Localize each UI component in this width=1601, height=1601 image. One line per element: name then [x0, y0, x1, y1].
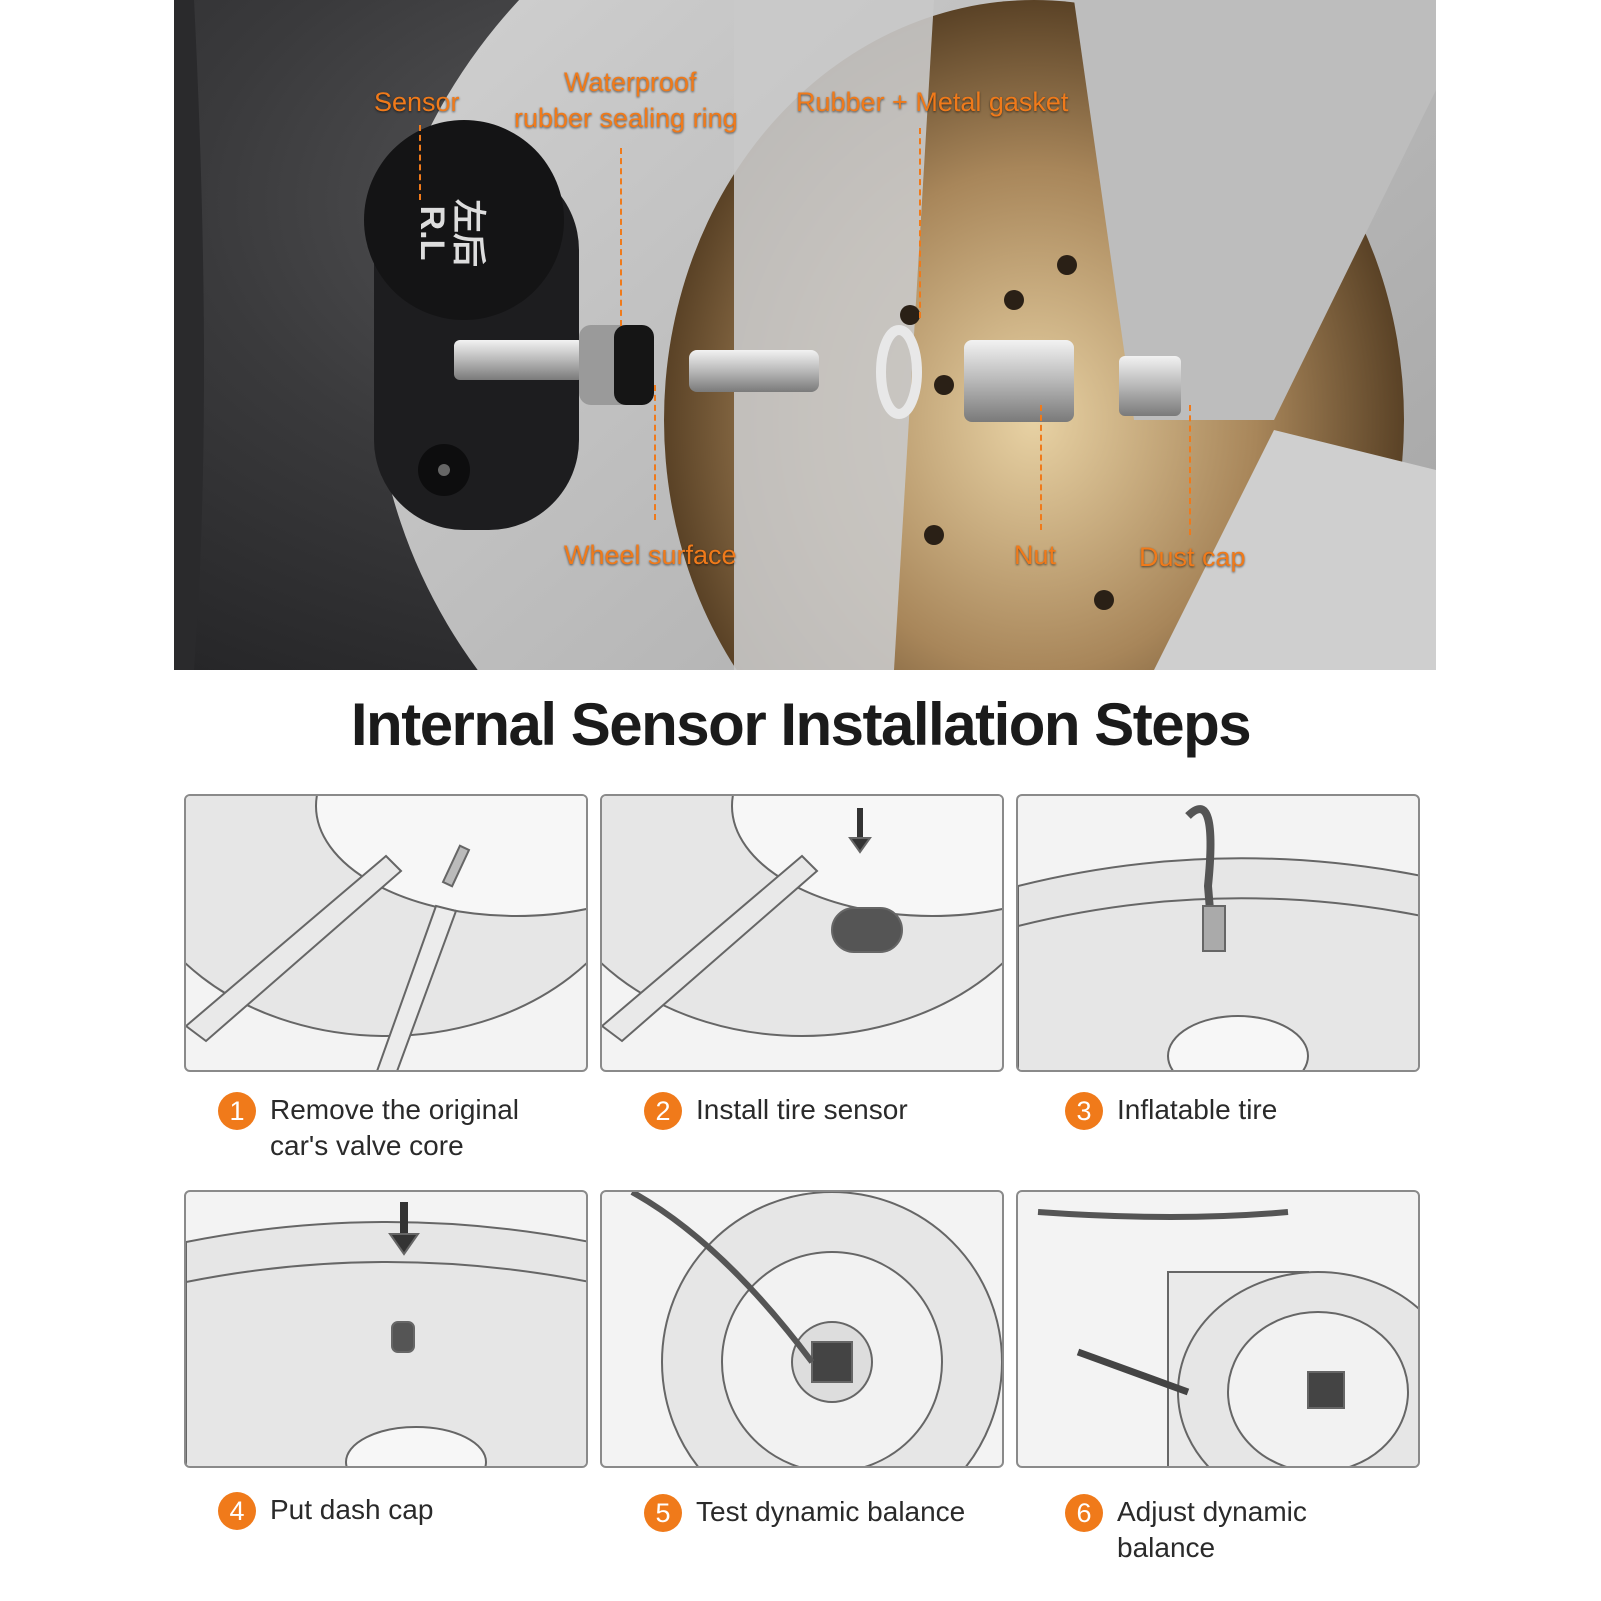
step-number-badge: 3	[1065, 1092, 1103, 1130]
step-6: 6 Adjust dynamic balance	[1065, 1494, 1347, 1566]
leader-line-nut	[1040, 405, 1042, 530]
step-number-badge: 1	[218, 1092, 256, 1130]
step-label: Adjust dynamic balance	[1117, 1496, 1307, 1563]
sensor-marking-cn: 左后	[449, 199, 487, 267]
step-2: 2 Install tire sensor	[644, 1092, 996, 1130]
leader-line-dust-cap	[1189, 405, 1191, 535]
page-title: Internal Sensor Installation Steps	[350, 691, 1252, 758]
leader-line-sealing-ring	[620, 148, 622, 326]
step-number-badge: 2	[644, 1092, 682, 1130]
dust-cap	[1119, 356, 1181, 416]
step-4: 4 Put dash cap	[218, 1492, 570, 1530]
callout-wheel-surface: Wheel surface	[564, 540, 737, 570]
step-1-illustration	[184, 794, 588, 1072]
step-number-badge: 5	[644, 1494, 682, 1532]
step-4-illustration	[184, 1190, 588, 1468]
leader-line-sensor	[419, 125, 421, 200]
nut	[964, 340, 1074, 422]
step-2-illustration	[600, 794, 1004, 1072]
step-label: Test dynamic balance	[696, 1496, 966, 1527]
callout-sensor: Sensor	[374, 87, 460, 117]
gasket	[876, 325, 922, 419]
step-3: 3 Inflatable tire	[1065, 1092, 1417, 1130]
step-label: Inflatable tire	[1117, 1094, 1278, 1125]
hero-product-image: 左后 R.L Sensor Waterproof rubber sealing …	[174, 0, 1436, 670]
sensor-marking: 左后 R.L	[412, 178, 487, 288]
step-6-illustration	[1016, 1190, 1420, 1468]
leader-line-gasket	[919, 128, 921, 318]
step-5: 5 Test dynamic balance	[644, 1494, 996, 1532]
step-number-badge: 4	[218, 1492, 256, 1530]
callout-gasket: Rubber + Metal gasket	[796, 87, 1069, 117]
leader-line-wheel-surface	[654, 385, 656, 520]
step-label: Remove the original car's valve core	[270, 1094, 520, 1161]
step-5-illustration	[600, 1190, 1004, 1468]
callout-nut: Nut	[1014, 540, 1057, 570]
step-label: Install tire sensor	[696, 1094, 908, 1125]
step-3-illustration	[1016, 794, 1420, 1072]
wheel-illustration	[174, 0, 1436, 670]
step-number-badge: 6	[1065, 1494, 1103, 1532]
callout-sealing-ring-line2: rubber sealing ring	[514, 103, 738, 133]
callout-sealing-ring-line1: Waterproof	[564, 67, 697, 97]
step-1: 1 Remove the original car's valve core	[218, 1092, 560, 1164]
valve-thread	[689, 350, 819, 392]
step-label: Put dash cap	[270, 1494, 434, 1525]
callout-dust-cap: Dust cap	[1139, 542, 1246, 572]
